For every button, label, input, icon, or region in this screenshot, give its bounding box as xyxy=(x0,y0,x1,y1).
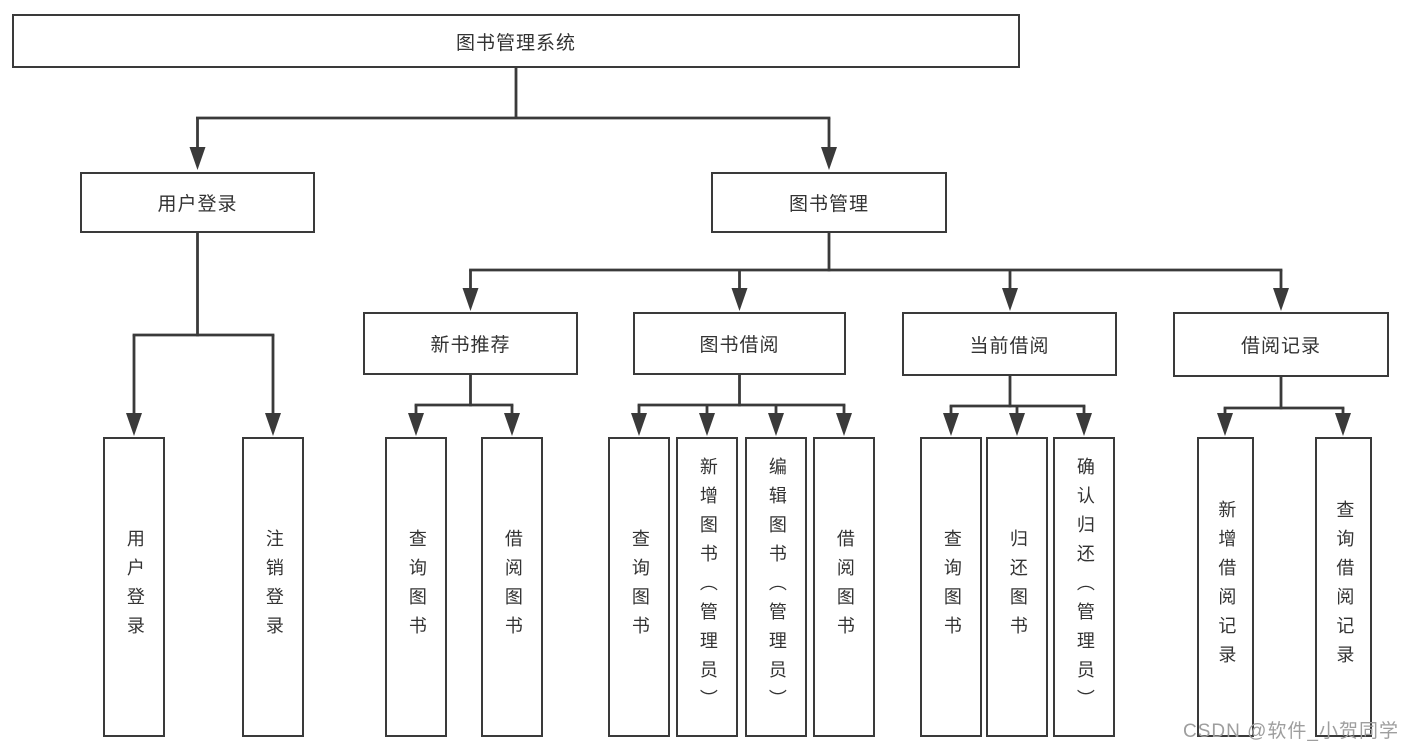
leaf-query-borrow-record: 查询借阅记录 xyxy=(1315,437,1372,737)
node-book-management: 图书管理 xyxy=(711,172,947,233)
node-user-login: 用户登录 xyxy=(80,172,315,233)
leaf-borrow-books-recommend-label: 借阅图书 xyxy=(502,529,523,645)
leaf-query-books-recommend-label: 查询图书 xyxy=(406,529,427,645)
leaf-user-login-label: 用户登录 xyxy=(124,529,145,645)
node-borrowing-records-label: 借阅记录 xyxy=(1240,336,1321,357)
leaf-add-book-admin: 新增图书（管理员） xyxy=(676,437,738,737)
node-borrowing-records: 借阅记录 xyxy=(1173,312,1389,377)
leaf-borrow-books-label: 借阅图书 xyxy=(834,529,855,645)
leaf-borrow-books-recommend: 借阅图书 xyxy=(481,437,543,737)
leaf-edit-book-admin-label: 编辑图书（管理员） xyxy=(766,456,787,718)
node-book-borrowing-label: 图书借阅 xyxy=(699,335,780,356)
leaf-logout-label: 注销登录 xyxy=(263,529,284,645)
leaf-add-book-admin-label: 新增图书（管理员） xyxy=(697,456,718,718)
leaf-borrow-books: 借阅图书 xyxy=(813,437,875,737)
leaf-edit-book-admin: 编辑图书（管理员） xyxy=(745,437,807,737)
leaf-query-books-recommend: 查询图书 xyxy=(385,437,447,737)
leaf-add-borrow-record: 新增借阅记录 xyxy=(1197,437,1254,737)
leaf-query-books-borrow-label: 查询图书 xyxy=(629,529,650,645)
leaf-return-books-label: 归还图书 xyxy=(1007,529,1028,645)
node-book-management-label: 图书管理 xyxy=(788,194,869,215)
leaf-return-books: 归还图书 xyxy=(986,437,1048,737)
node-new-book-recommendation: 新书推荐 xyxy=(363,312,578,375)
leaf-add-borrow-record-label: 新增借阅记录 xyxy=(1216,500,1237,674)
node-current-borrowing: 当前借阅 xyxy=(902,312,1117,376)
leaf-query-books-current: 查询图书 xyxy=(920,437,982,737)
leaf-logout: 注销登录 xyxy=(242,437,304,737)
node-book-borrowing: 图书借阅 xyxy=(633,312,846,375)
node-library-system-label: 图书管理系统 xyxy=(455,32,576,54)
leaf-confirm-return-admin: 确认归还（管理员） xyxy=(1053,437,1115,737)
csdn-watermark: CSDN @软件_小贺同学 xyxy=(1183,721,1399,742)
leaf-query-borrow-record-label: 查询借阅记录 xyxy=(1334,500,1355,674)
leaf-query-books-borrow: 查询图书 xyxy=(608,437,670,737)
node-library-system: 图书管理系统 xyxy=(12,14,1020,68)
leaf-query-books-current-label: 查询图书 xyxy=(941,529,962,645)
leaf-confirm-return-admin-label: 确认归还（管理员） xyxy=(1074,456,1095,718)
node-current-borrowing-label: 当前借阅 xyxy=(969,335,1050,357)
leaf-user-login: 用户登录 xyxy=(103,437,165,737)
node-new-book-recommendation-label: 新书推荐 xyxy=(430,335,511,356)
node-user-login-label: 用户登录 xyxy=(157,194,238,215)
